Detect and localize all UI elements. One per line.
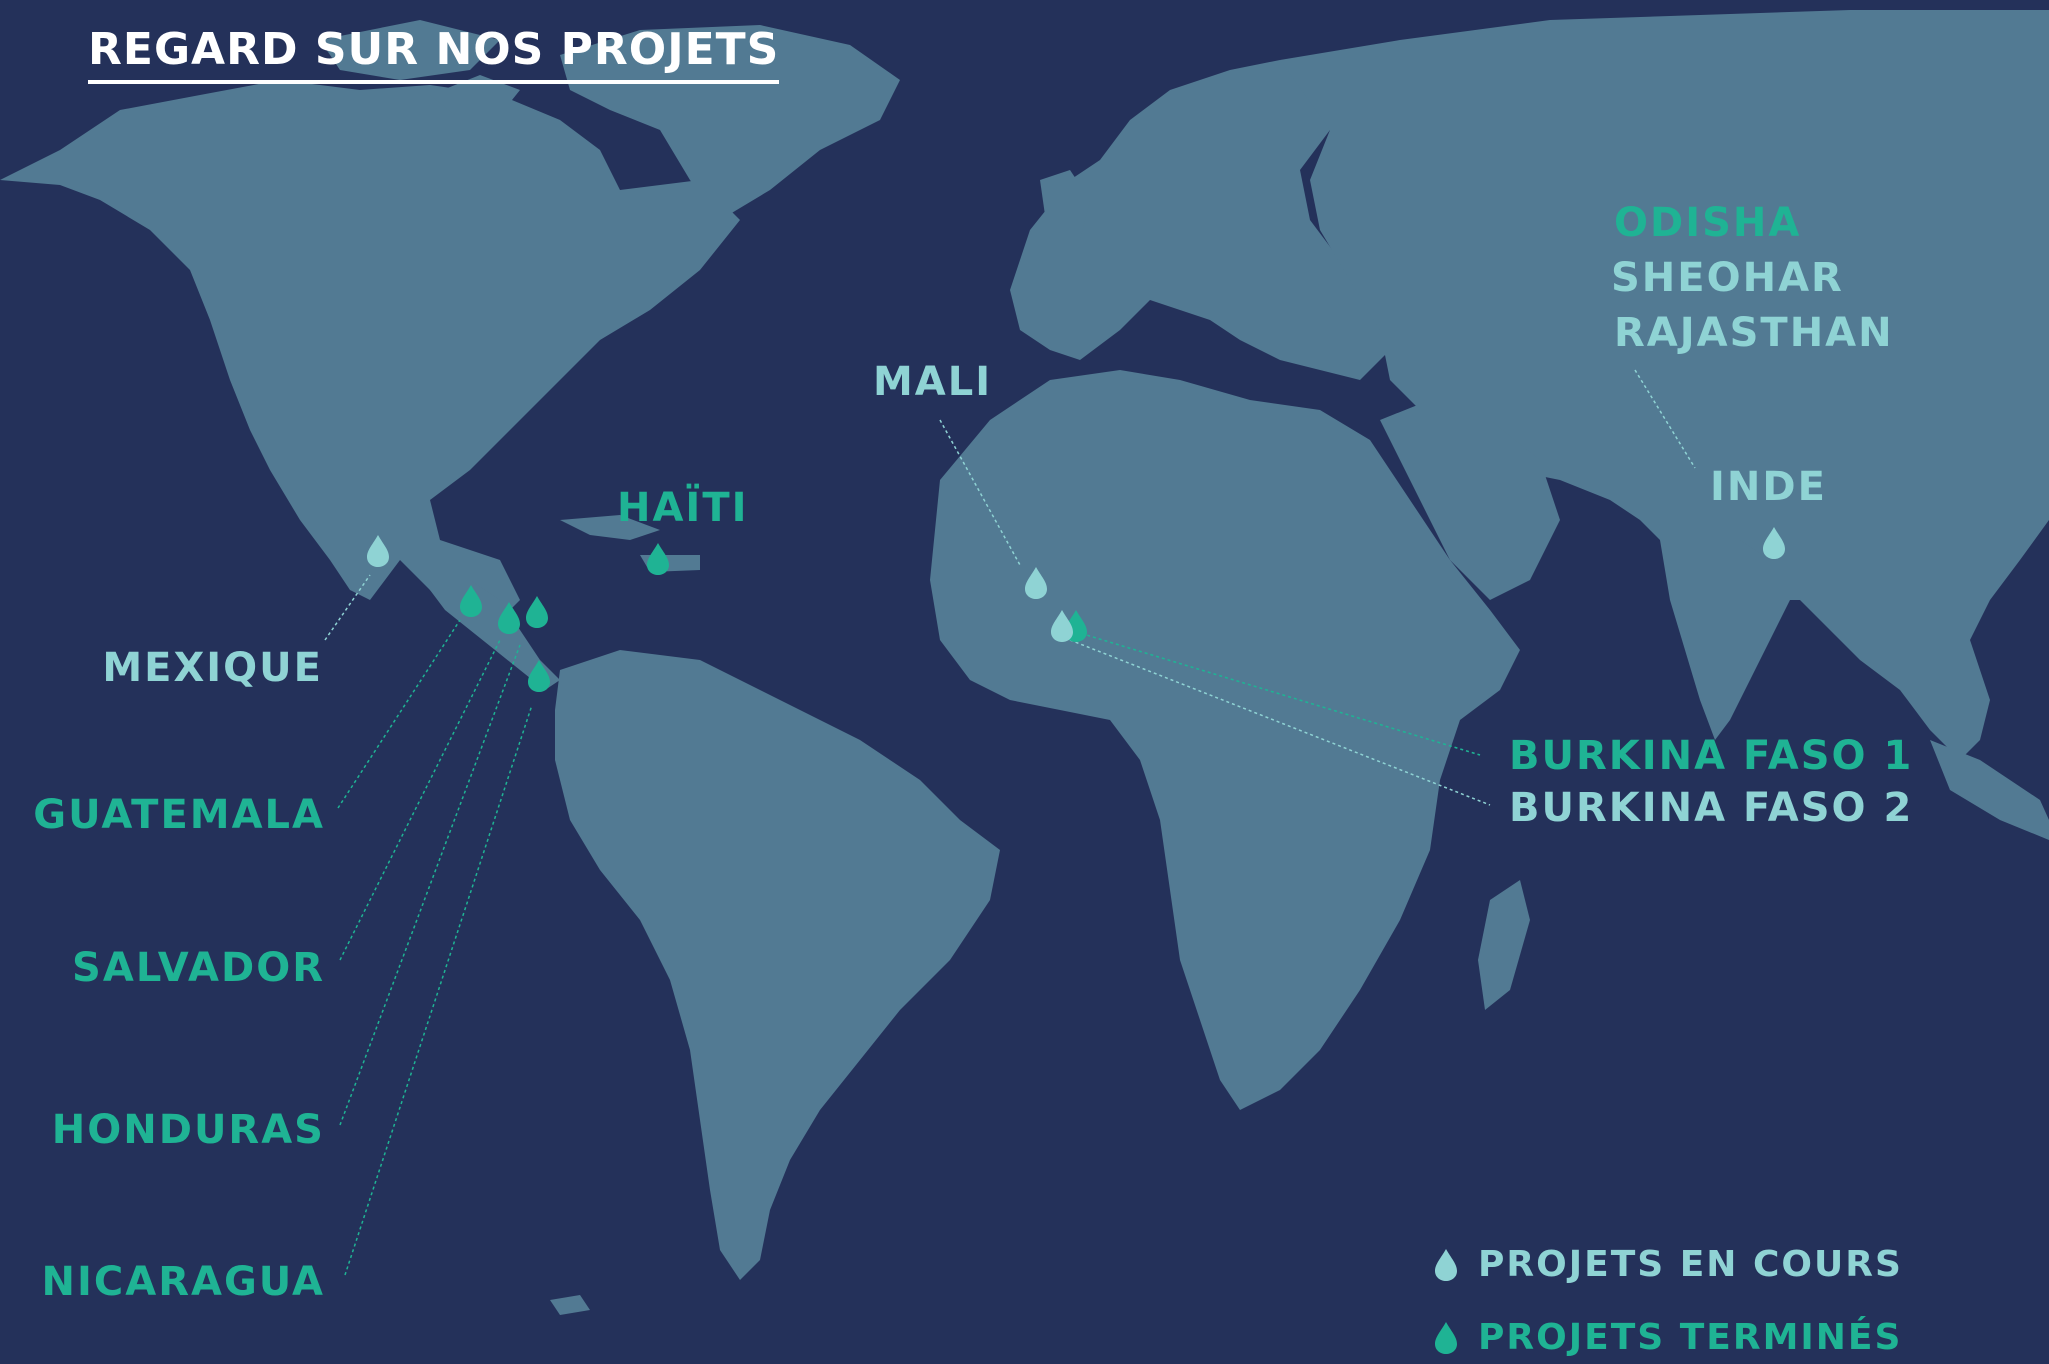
south-america xyxy=(555,650,1000,1280)
landmasses xyxy=(0,10,2049,1315)
label-burkina2: BURKINA FASO 2 xyxy=(1509,785,1914,831)
page-title: REGARD SUR NOS PROJETS xyxy=(88,28,780,84)
caribbean xyxy=(560,515,660,540)
label-salvador: SALVADOR xyxy=(72,945,325,991)
label-mexique: MEXIQUE xyxy=(102,645,323,691)
label-mali: MALI xyxy=(873,359,993,405)
label-rajasthan: RAJASTHAN xyxy=(1614,310,1894,356)
legend-current: PROJETS EN COURS xyxy=(1432,1247,1903,1283)
legend-completed: PROJETS TERMINÉS xyxy=(1432,1320,1902,1356)
leader-honduras xyxy=(339,644,521,1126)
label-nicaragua: NICARAGUA xyxy=(41,1259,325,1305)
leader-nicaragua xyxy=(344,704,533,1276)
madagascar xyxy=(1478,880,1530,1010)
water-drop-icon xyxy=(1435,1249,1457,1281)
central-america xyxy=(420,570,560,690)
leader-lines xyxy=(324,369,1696,1276)
europe xyxy=(1010,60,1390,380)
legend-current-label: PROJETS EN COURS xyxy=(1478,1244,1903,1285)
africa xyxy=(930,370,1520,1110)
leader-mali xyxy=(939,419,1021,566)
greenland xyxy=(560,25,900,220)
leader-odisha xyxy=(1634,369,1696,469)
water-drop-icon xyxy=(1435,1322,1457,1354)
north-america xyxy=(0,80,740,620)
british-isles xyxy=(1040,170,1090,245)
label-odisha: ODISHA xyxy=(1614,200,1802,246)
india xyxy=(1660,520,1790,740)
label-burkina1: BURKINA FASO 1 xyxy=(1509,733,1914,779)
arctic-islands xyxy=(320,20,500,80)
leader-guatemala xyxy=(337,619,461,809)
leader-mexique xyxy=(324,574,371,641)
label-honduras: HONDURAS xyxy=(51,1107,325,1153)
label-guatemala: GUATEMALA xyxy=(33,792,325,838)
asia xyxy=(1280,10,2049,760)
label-inde: INDE xyxy=(1710,464,1827,510)
southeast-asia xyxy=(1930,740,2049,840)
label-sheohar: SHEOHAR xyxy=(1611,255,1844,301)
legend-completed-label: PROJETS TERMINÉS xyxy=(1478,1317,1903,1358)
arabia xyxy=(1380,400,1560,600)
label-haiti: HAÏTI xyxy=(617,485,749,531)
